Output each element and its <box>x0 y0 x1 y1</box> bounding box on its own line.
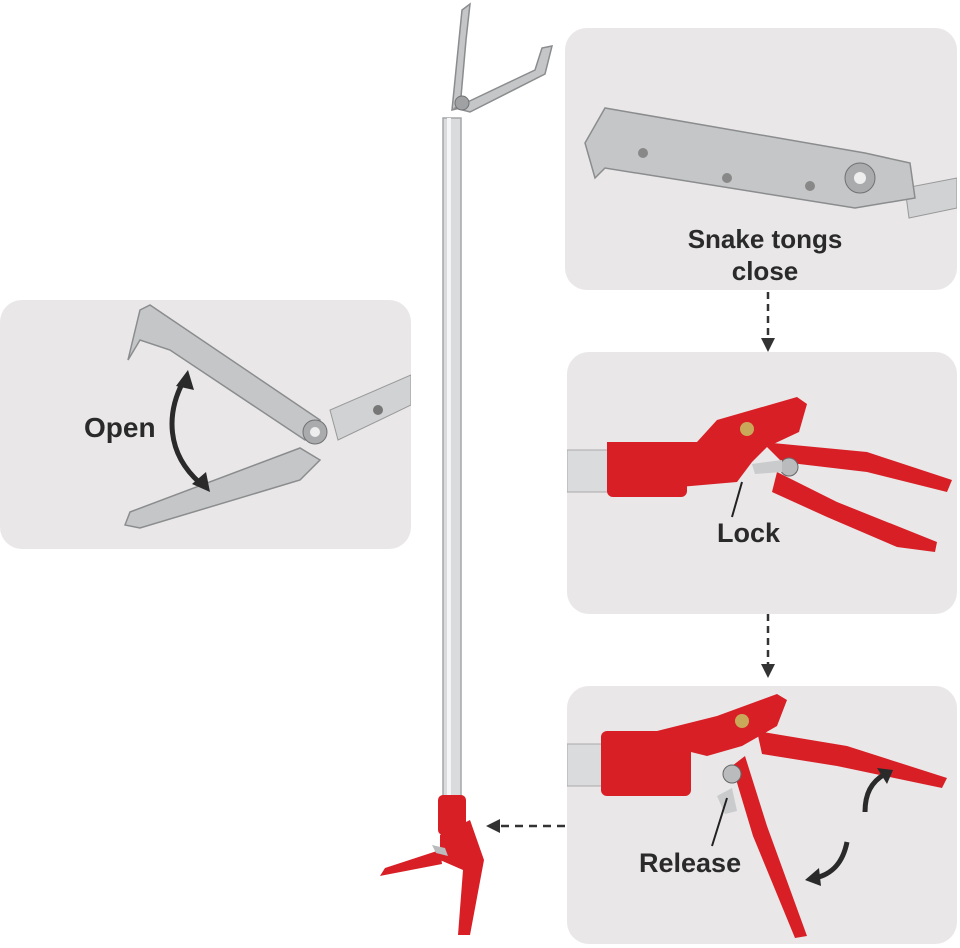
close-label-line2: close <box>731 256 799 286</box>
release-arrow-head <box>486 819 500 833</box>
open-jaw-illustration <box>123 304 411 529</box>
lock-label: Lock <box>717 518 781 548</box>
release-handle-illustration <box>567 694 947 938</box>
release-down-arrow-icon <box>805 841 850 886</box>
release-label: Release <box>639 848 742 878</box>
bottom-handle <box>380 795 484 935</box>
close-label-line1: Snake tongs <box>687 224 843 254</box>
open-label: Open <box>84 412 156 443</box>
panel-close: Snake tongs close <box>565 28 957 290</box>
open-curved-arrow-icon <box>169 370 210 492</box>
shaft <box>442 117 462 799</box>
lock-handle-illustration <box>567 397 952 552</box>
release-up-arrow-icon <box>862 768 893 813</box>
panel-release: Release <box>567 686 957 944</box>
panel-lock: Lock <box>567 352 957 614</box>
top-jaw <box>451 2 554 113</box>
panel-open: Open <box>0 300 411 549</box>
closed-jaw-illustration <box>584 107 957 219</box>
